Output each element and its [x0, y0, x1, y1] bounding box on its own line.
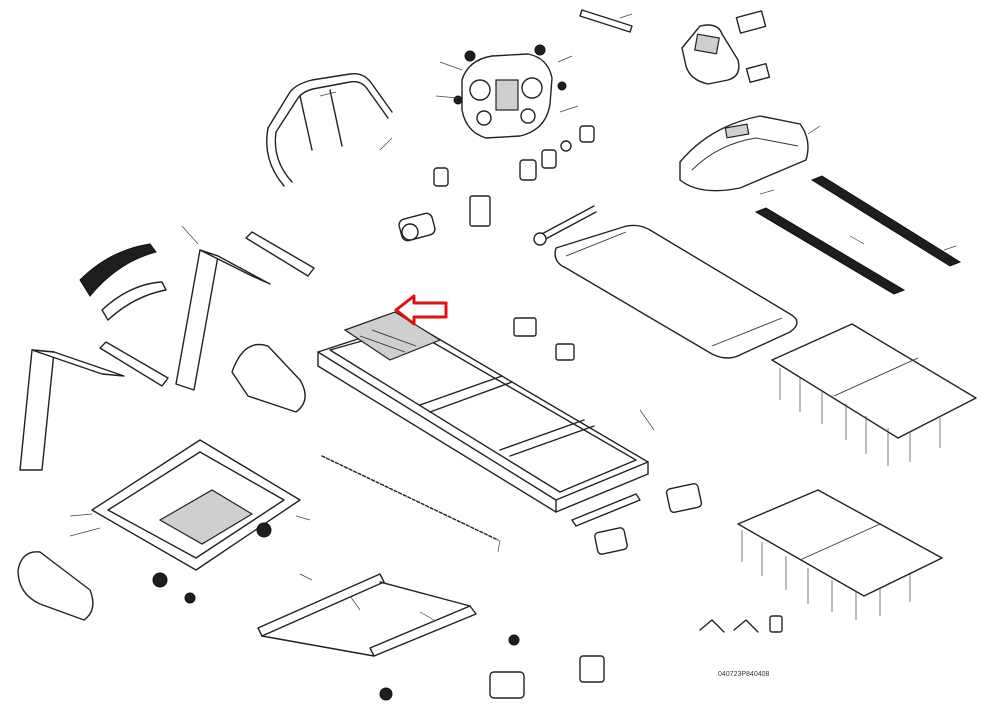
side-rails — [754, 175, 962, 295]
incline-frame — [257, 573, 525, 701]
highlight-arrow — [394, 294, 448, 326]
display-module — [681, 10, 771, 85]
drawing-code: 040723P840408 — [718, 671, 769, 678]
main-frame — [317, 311, 649, 513]
console-assembly — [453, 44, 567, 139]
drive-motor — [398, 212, 436, 242]
front-roller — [533, 205, 597, 246]
small-parts — [579, 615, 783, 683]
deck-plate-lower — [737, 489, 943, 620]
rear-foot-cover — [17, 551, 94, 621]
handle-strip — [579, 9, 633, 33]
deck-plate-upper — [771, 323, 977, 466]
motor-hood — [679, 115, 809, 192]
left-upright — [19, 249, 271, 471]
leader-lines — [69, 13, 957, 621]
running-belt — [554, 224, 798, 359]
side-cover-left — [231, 343, 306, 413]
lift-rod — [321, 455, 499, 541]
console-small-parts — [433, 125, 595, 361]
cup-tray — [79, 243, 167, 321]
handrail — [266, 73, 393, 187]
control-box — [571, 482, 703, 555]
crossbars — [99, 231, 315, 387]
base-frame — [91, 439, 301, 604]
